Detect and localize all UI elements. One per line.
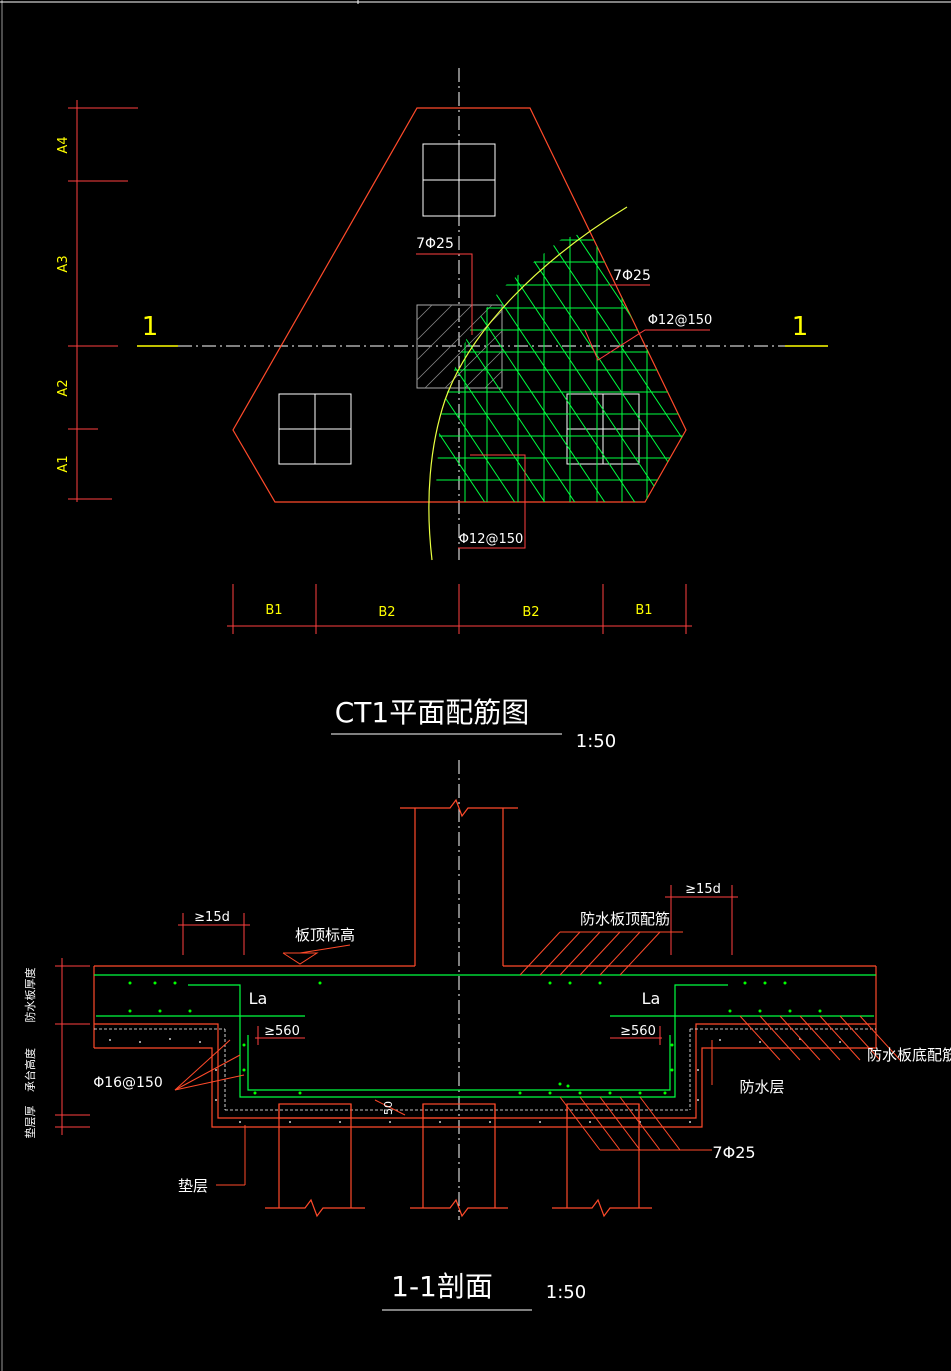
plan-title: CT1平面配筋图 — [335, 696, 529, 729]
section-bar-dots — [128, 981, 822, 1095]
label-15d-right: ≥15d — [685, 882, 721, 897]
section-leaders — [174, 931, 901, 1186]
waterproof-layer — [94, 1028, 876, 1111]
dim-label-a1: A1 — [56, 455, 71, 472]
section-scale: 1:50 — [546, 1282, 586, 1303]
pile-cap-outline — [232, 107, 687, 503]
vdim-cap-height: 承台高度 — [23, 1048, 37, 1092]
section-dims — [55, 885, 738, 1135]
label-7phi25-top: 7Φ25 — [416, 236, 454, 252]
label-wp-top-bars: 防水板顶配筋 — [580, 910, 670, 928]
dim-label-b1-right: B1 — [635, 603, 652, 618]
dim-label-b2-left: B2 — [378, 605, 395, 620]
slab-outline — [93, 965, 877, 1128]
label-7phi25-section: 7Φ25 — [712, 1143, 755, 1162]
dim-left — [68, 100, 138, 502]
dim-bottom — [227, 584, 692, 634]
dim-label-a2: A2 — [56, 379, 71, 396]
label-la-right: La — [642, 989, 661, 1008]
label-cushion: 垫层 — [178, 1177, 208, 1195]
section-piles — [265, 1103, 652, 1218]
break-line — [428, 206, 628, 561]
vdim-slab-thickness: 防水板厚度 — [23, 968, 37, 1023]
label-wp-bottom-bars: 防水板底配筋 — [867, 1046, 951, 1064]
pile-left — [278, 393, 352, 465]
section-mark-left: 1 — [142, 312, 159, 342]
label-15d-left: ≥15d — [194, 910, 230, 925]
pile-top — [422, 143, 496, 217]
dim-label-b2-right: B2 — [522, 605, 539, 620]
label-560-left: ≥560 — [264, 1024, 300, 1039]
label-stirrup: Φ16@150 — [93, 1075, 163, 1091]
plan-leaders — [416, 253, 710, 549]
label-7phi25-right: 7Φ25 — [613, 268, 651, 284]
label-phi12-upper: Φ12@150 — [648, 313, 713, 328]
section-title: 1-1剖面 — [391, 1270, 493, 1303]
dim-label-a4: A4 — [56, 136, 71, 153]
slab-top-mark — [282, 944, 351, 965]
section-mark-right: 1 — [792, 312, 809, 342]
label-phi12-lower: Φ12@150 — [459, 532, 524, 547]
column-above — [400, 798, 518, 966]
dim-label-b1-left: B1 — [265, 603, 282, 618]
plan-scale: 1:50 — [576, 731, 616, 752]
label-waterproof: 防水层 — [739, 1078, 784, 1096]
label-depth-mark: 50 — [382, 1101, 395, 1115]
vdim-cushion: 垫层厚 — [23, 1106, 37, 1139]
section-rebar — [94, 974, 876, 1098]
section-view: ≥15d ≥15d 板顶标高 防水板顶配筋 La La ≥560 ≥560 Φ1… — [23, 760, 951, 1311]
label-slab-top: 板顶标高 — [295, 926, 355, 944]
plan-view: A4 A3 A2 A1 B1 B2 B2 B1 1 1 7Φ25 7Φ25 — [56, 68, 828, 752]
pile-right — [566, 393, 640, 465]
label-la-left: La — [249, 989, 268, 1008]
dim-label-a3: A3 — [56, 255, 71, 272]
label-560-right: ≥560 — [620, 1024, 656, 1039]
